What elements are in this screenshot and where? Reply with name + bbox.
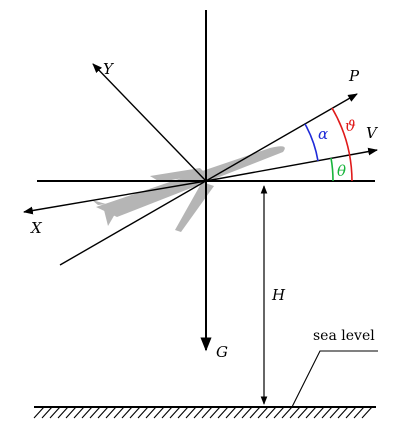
pitch-angle-arc <box>331 107 353 182</box>
label-alpha: α <box>318 125 328 143</box>
velocity-vector <box>205 147 378 182</box>
label-x: X <box>30 219 43 237</box>
aircraft-silhouette <box>92 146 285 232</box>
label-g: G <box>216 343 228 361</box>
label-y: Y <box>103 60 115 78</box>
label-pitch-angle: ϑ <box>345 117 356 135</box>
label-sea-level: sea level <box>313 328 375 344</box>
path-angle-arc <box>330 157 334 182</box>
sea-level-leader <box>291 350 378 408</box>
label-p: P <box>348 67 360 85</box>
label-path-angle: θ <box>337 162 346 180</box>
y-body-axis <box>92 63 207 182</box>
alpha-arc <box>304 123 319 162</box>
label-h: H <box>271 286 286 304</box>
p-body-axis <box>59 93 358 266</box>
x-axis-line <box>23 180 207 215</box>
label-v: V <box>366 124 379 142</box>
ground-hatching <box>33 406 373 419</box>
